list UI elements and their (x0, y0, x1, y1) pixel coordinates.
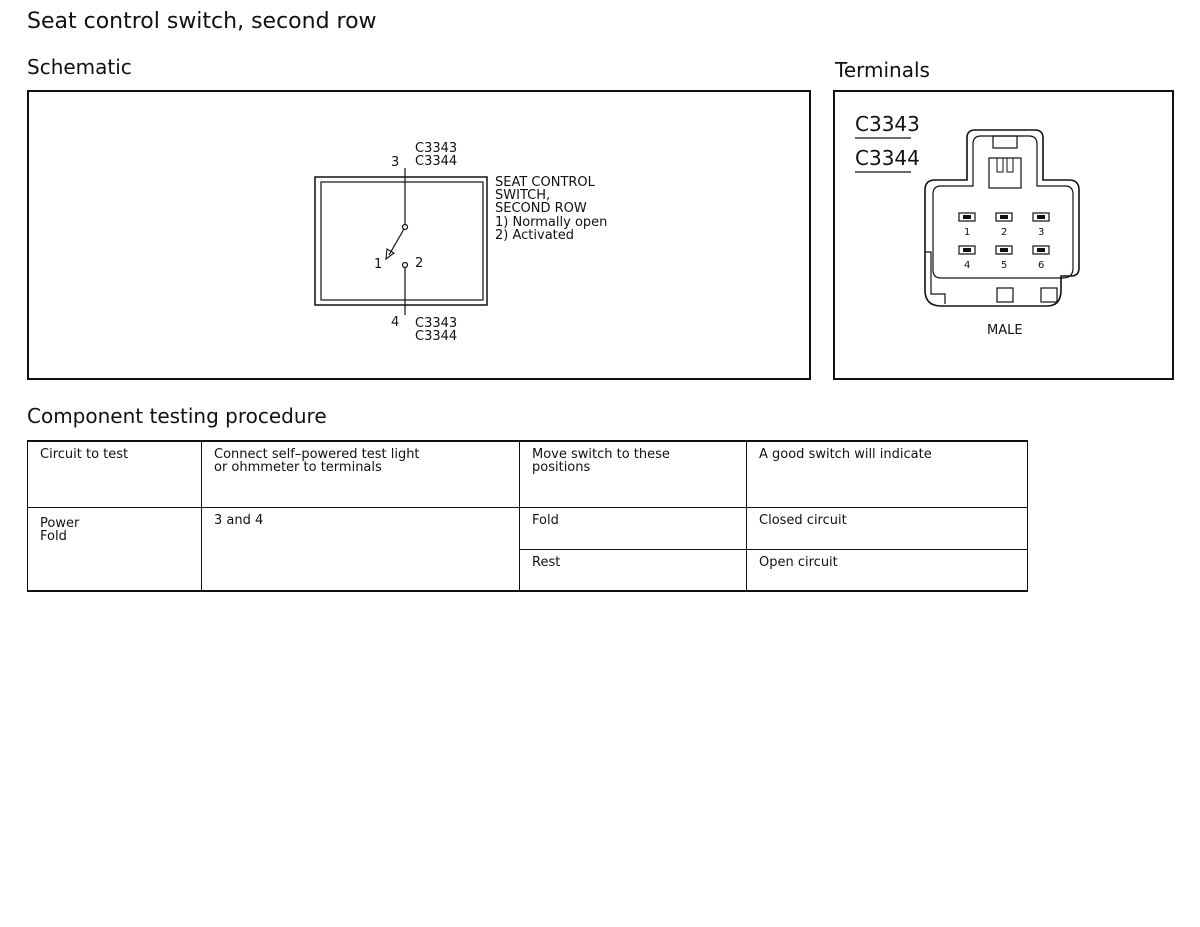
connector-housing-outer (924, 129, 1080, 307)
pin-number: 1 (964, 227, 970, 238)
latch-tab (1006, 157, 1014, 173)
pin-cavity-2 (995, 212, 1013, 222)
pin-number: 4 (964, 260, 970, 271)
component-testing-table: Circuit to test Connect self–powered tes… (27, 440, 1028, 592)
cell-position: Rest (519, 548, 747, 592)
side-rail (925, 251, 946, 304)
top-connector-1: C3343 (415, 141, 457, 156)
switch-label-line: 2) Activated (495, 228, 574, 243)
switch-blade (388, 228, 405, 256)
page-title: Seat control switch, second row (27, 9, 377, 34)
pin-cavity-4 (958, 245, 976, 255)
table-header-row: Circuit to test Connect self–powered tes… (27, 440, 1028, 508)
contact-1-label: 1 (374, 257, 382, 272)
connector-id-c3343: C3343 (855, 112, 920, 136)
contact-2-label: 2 (415, 256, 423, 271)
switch-label-line: 1) Normally open (495, 215, 607, 230)
cell-terminals: 3 and 4 (201, 506, 520, 592)
gender-label: MALE (987, 323, 1023, 338)
procedure-heading: Component testing procedure (27, 404, 327, 428)
header-circuit: Circuit to test (27, 440, 202, 508)
pin-number: 3 (1038, 227, 1044, 238)
bottom-connector-1: C3343 (415, 316, 457, 331)
cell-indication: Closed circuit (746, 506, 1028, 550)
header-terminals: Connect self–powered test light or ohmme… (201, 440, 520, 508)
switch-label-line: SECOND ROW (495, 201, 587, 216)
latch-tab (996, 157, 1004, 173)
schematic-heading: Schematic (27, 55, 132, 79)
switch-body-outer (314, 176, 488, 306)
connector-latch-top (992, 135, 1018, 149)
pin-3-label: 3 (391, 155, 399, 170)
bottom-connector-2: C3344 (415, 329, 457, 344)
table-row: Rest Open circuit (28, 548, 1028, 592)
table-row: Power Fold 3 and 4 Fold Closed circuit (27, 506, 1028, 592)
connector-id-c3344: C3344 (855, 146, 920, 170)
pin-cavity-1 (958, 212, 976, 222)
bottom-key (1040, 287, 1058, 303)
terminals-heading: Terminals (835, 58, 930, 82)
connector-housing-inner (932, 135, 1074, 279)
switch-label-line: SEAT CONTROL (495, 175, 596, 190)
cell-position: Fold (519, 506, 747, 550)
bottom-key (996, 287, 1014, 303)
header-positions: Move switch to these positions (519, 440, 747, 508)
pin-number: 5 (1001, 260, 1007, 271)
schematic-panel: 3 4 1 2 C3343 C3344 C3343 C3344 SEAT CON… (27, 90, 811, 380)
pin-cavity-5 (995, 245, 1013, 255)
connector-face-diagram: C3343 C3344 1 2 3 4 5 6 MALE (855, 112, 1080, 338)
switch-label-line: SWITCH, (495, 188, 550, 203)
bottom-contact (401, 261, 409, 269)
switch-arrow (385, 248, 395, 261)
cell-circuit: Power Fold (27, 506, 202, 592)
pin-number: 2 (1001, 227, 1007, 238)
switch-schematic-diagram: 3 4 1 2 C3343 C3344 C3343 C3344 SEAT CON… (314, 141, 607, 344)
pin-number: 6 (1038, 260, 1044, 271)
pin-cavity-6 (1032, 245, 1050, 255)
pin-cavity-3 (1032, 212, 1050, 222)
top-contact (401, 223, 409, 231)
connector-latch-window (988, 157, 1022, 189)
pin-4-label: 4 (391, 315, 399, 330)
cell-indication: Open circuit (746, 548, 1028, 592)
switch-body-inner (320, 181, 484, 301)
header-indication: A good switch will indicate (746, 440, 1028, 508)
terminals-panel: C3343 C3344 1 2 3 4 5 6 MALE (833, 90, 1174, 380)
top-connector-2: C3344 (415, 154, 457, 169)
